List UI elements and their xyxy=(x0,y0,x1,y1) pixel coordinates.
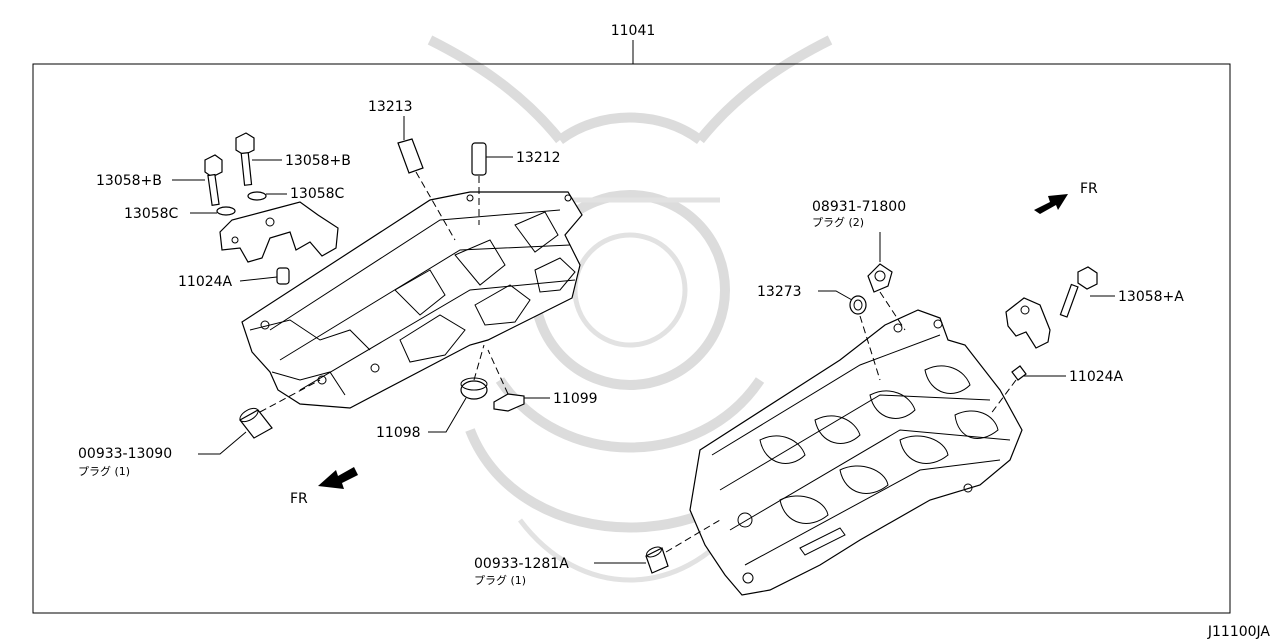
footer-code: J11100JA xyxy=(1207,624,1271,639)
bolt-13058b-left xyxy=(204,154,223,206)
label-08931-71800-sub: プラグ (2) xyxy=(812,215,864,229)
label-00933-1281a-sub: プラグ (1) xyxy=(474,573,526,587)
label-11098: 11098 xyxy=(376,425,421,441)
label-13058b-left: 13058+B xyxy=(96,173,162,189)
fr-label-left: FR xyxy=(290,491,308,507)
washer-13273 xyxy=(849,295,867,315)
bolt-13058b-right xyxy=(235,132,255,186)
label-08931-71800: 08931-71800 xyxy=(812,199,906,215)
label-00933-13090: 00933-13090 xyxy=(78,446,172,462)
label-00933-1281a: 00933-1281A xyxy=(474,556,569,572)
label-11099: 11099 xyxy=(553,391,598,407)
left-cylinder-head xyxy=(241,191,583,409)
bolt-13058a xyxy=(1059,266,1098,318)
right-bracket xyxy=(1005,297,1051,349)
right-cylinder-head xyxy=(689,309,1023,596)
assembly-number: 11041 xyxy=(611,23,656,39)
dowel-11024a-left xyxy=(276,267,290,285)
label-13273: 13273 xyxy=(757,284,802,300)
plug-00933-13090 xyxy=(239,407,273,439)
label-11024a-left: 11024A xyxy=(178,274,233,290)
label-13213: 13213 xyxy=(368,99,413,115)
fr-arrow-right-icon xyxy=(1034,194,1068,214)
label-13058c-left: 13058C xyxy=(124,206,179,222)
label-13058a: 13058+A xyxy=(1118,289,1184,305)
fr-label-right: FR xyxy=(1080,181,1098,197)
seal-11098 xyxy=(460,377,488,400)
dowel-11024a-right xyxy=(1011,365,1027,381)
left-bracket xyxy=(219,201,339,263)
washer-13058c-left xyxy=(216,206,236,216)
label-11024a-right: 11024A xyxy=(1069,369,1124,385)
pin-13213 xyxy=(397,138,424,174)
label-00933-13090-sub: プラグ (1) xyxy=(78,464,130,478)
fr-arrow-left-icon xyxy=(318,467,358,489)
label-13212: 13212 xyxy=(516,150,561,166)
diagram-frame xyxy=(32,63,1231,614)
pin-13212 xyxy=(471,142,487,176)
plug-00933-1281a xyxy=(645,546,669,574)
plug-08931-71800 xyxy=(867,263,893,293)
washer-13058c-right xyxy=(247,191,267,201)
label-13058b-top: 13058+B xyxy=(285,153,351,169)
label-13058c-right: 13058C xyxy=(290,186,345,202)
